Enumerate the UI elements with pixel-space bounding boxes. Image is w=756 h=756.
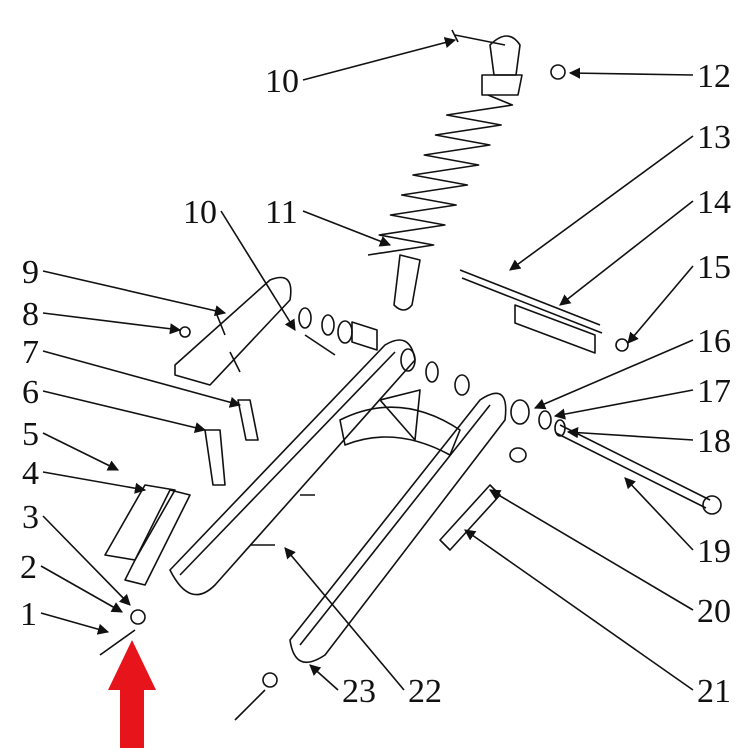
leader-line	[40, 612, 110, 635]
callout-number: 3	[22, 499, 39, 536]
callout-number: 21	[697, 673, 731, 710]
leader-line	[464, 529, 694, 691]
callout-number: 17	[697, 373, 731, 410]
leader-line	[489, 489, 694, 611]
callout-number: 19	[697, 533, 731, 570]
callout-number: 23	[342, 673, 376, 710]
callout-number: 11	[265, 194, 298, 231]
callout-number: 22	[408, 673, 442, 710]
callout-number: 12	[697, 58, 731, 95]
callout-number: 15	[697, 249, 731, 286]
leader-line	[509, 135, 694, 271]
leader-line	[42, 350, 242, 408]
leader-line	[559, 200, 694, 306]
callout-number: 2	[20, 549, 37, 586]
axles	[459, 269, 722, 515]
leader-line	[42, 312, 182, 335]
brackets	[104, 399, 501, 586]
chain-slider	[174, 276, 292, 386]
callout-number: 1	[20, 596, 37, 633]
leader-line	[627, 265, 694, 344]
callout-number: 13	[697, 119, 731, 156]
callout-number: 20	[697, 593, 731, 630]
leader-lines	[40, 37, 694, 691]
leader-line	[624, 477, 694, 551]
callout-number: 7	[22, 334, 39, 371]
leader-line	[302, 37, 457, 81]
leader-line	[309, 664, 339, 691]
bolts	[99, 326, 336, 721]
callout-number: 10	[265, 63, 299, 100]
callout-number: 18	[697, 423, 731, 460]
callout-number: 10	[183, 194, 217, 231]
leader-line	[42, 432, 120, 471]
leader-line	[42, 270, 227, 317]
leader-line	[42, 471, 147, 494]
bushings	[298, 307, 566, 463]
swingarm	[169, 339, 507, 664]
leader-line	[42, 390, 207, 434]
leader-line	[568, 67, 694, 79]
leader-line	[284, 547, 405, 691]
callout-number: 8	[22, 296, 39, 333]
leader-line	[566, 427, 694, 441]
leader-line	[40, 565, 123, 613]
callout-number: 9	[22, 254, 39, 291]
callout-number: 14	[697, 184, 731, 221]
callout-number: 16	[697, 323, 731, 360]
leader-line	[533, 339, 694, 410]
leader-line	[220, 210, 296, 331]
top-bolt	[451, 29, 566, 80]
leader-line	[42, 515, 131, 606]
callout-number: 6	[22, 374, 39, 411]
callout-number: 4	[22, 455, 39, 492]
callout-number: 5	[22, 416, 39, 453]
shock-absorber	[367, 35, 523, 311]
leader-line	[553, 389, 694, 420]
highlight-arrow-icon	[108, 640, 156, 748]
leader-line	[302, 210, 392, 247]
